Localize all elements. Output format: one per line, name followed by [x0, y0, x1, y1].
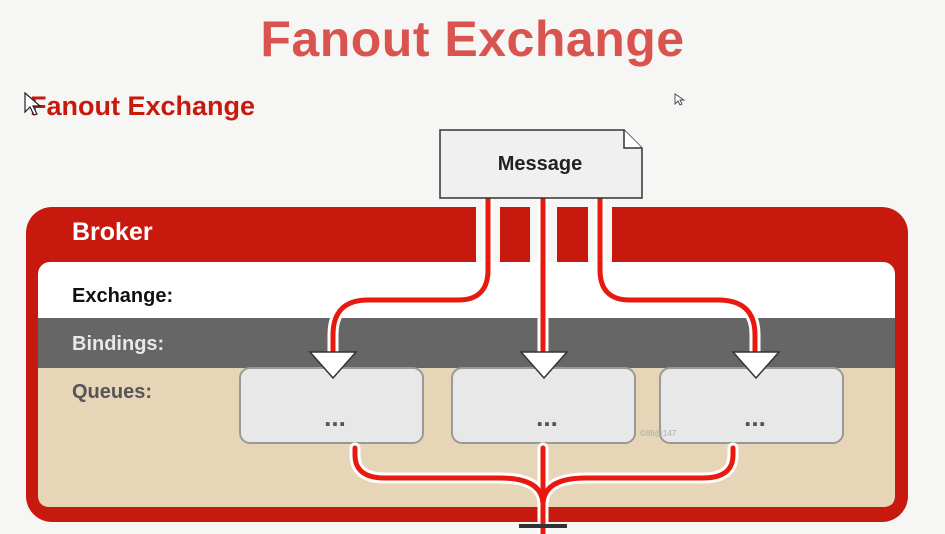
- queues-row-label: Queues:: [72, 381, 152, 403]
- broker-label: Broker: [72, 218, 153, 246]
- routing-lines: [327, 192, 761, 534]
- output-stub: [519, 524, 567, 528]
- arrow-head-2: [519, 351, 569, 380]
- document-fold: [623, 130, 642, 149]
- message-label: Message: [498, 153, 583, 175]
- mouse-pointer-icon: [24, 91, 42, 116]
- arrow-head-1: [308, 351, 358, 380]
- queue-label-1: ...: [324, 402, 346, 432]
- mouse-pointer-icon: [674, 93, 686, 106]
- queue-label-2: ...: [536, 402, 558, 432]
- message-document: [439, 129, 643, 199]
- diagram-heading: Fanout Exchange: [30, 91, 255, 121]
- bindings-row-label: Bindings:: [72, 333, 164, 355]
- queue-label-3: ...: [744, 402, 766, 432]
- arrow-head-3: [731, 351, 781, 380]
- watermark-text: ©86@147: [640, 429, 677, 438]
- slide-title: Fanout Exchange: [260, 11, 685, 67]
- exchange-row-label: Exchange:: [72, 285, 173, 307]
